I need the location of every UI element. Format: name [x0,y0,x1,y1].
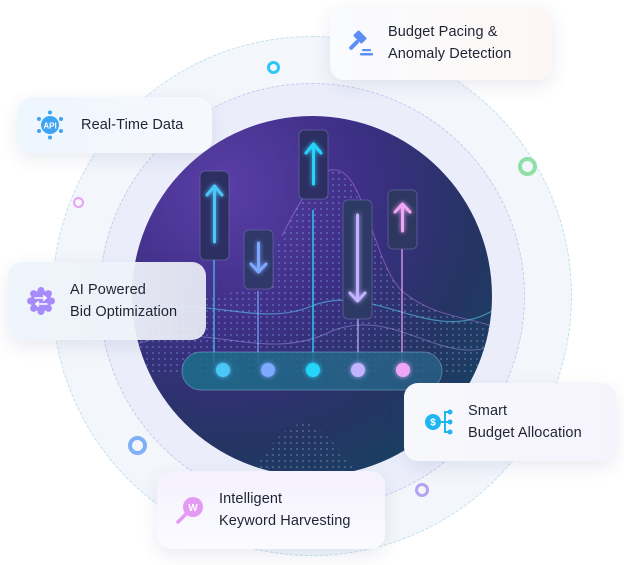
decorative-ring-blue [128,436,147,455]
feature-title-line: Anomaly Detection [388,46,512,62]
feature-card-keyword-harvesting: W Intelligent Keyword Harvesting [157,471,385,549]
dollar-branch-icon: $ [424,407,454,437]
feature-title-line: Bid Optimization [70,304,178,320]
feature-card-real-time-data: API Real-Time Data [18,97,212,153]
data-wave-graphic [132,129,492,476]
feature-card-budget-allocation: $ Smart Budget Allocation [404,383,616,461]
decorative-ring-violet [415,483,429,497]
decorative-ring-pink [73,197,84,208]
gavel-icon [346,28,376,58]
feature-title-line: Keyword Harvesting [219,513,351,529]
decorative-ring-cyan [267,61,280,74]
feature-card-budget-pacing: Budget Pacing & Anomaly Detection [330,6,552,80]
indicator-up-5 [387,189,418,250]
feature-title-line: Budget Pacing & [388,24,498,40]
indicator-up-1 [199,170,230,261]
dollar-icon-label: $ [430,418,436,429]
indicator-up-3 [298,129,329,200]
feature-card-bid-optimization: AI Powered Bid Optimization [8,262,206,340]
keyword-search-icon: W [175,495,205,525]
decorative-ring-green [518,157,537,176]
feature-title-line: Intelligent [219,491,283,507]
feature-title-line: Smart [468,403,508,419]
indicator-down-2 [243,229,274,290]
api-icon-label: API [43,121,56,130]
gear-swap-icon [26,286,56,316]
api-icon: API [35,110,65,140]
feature-title-line: Budget Allocation [468,425,582,441]
indicator-down-4 [342,199,373,320]
keyword-icon-label: W [188,503,198,514]
feature-title-line: AI Powered [70,282,146,298]
feature-title-line: Real-Time Data [81,117,184,133]
